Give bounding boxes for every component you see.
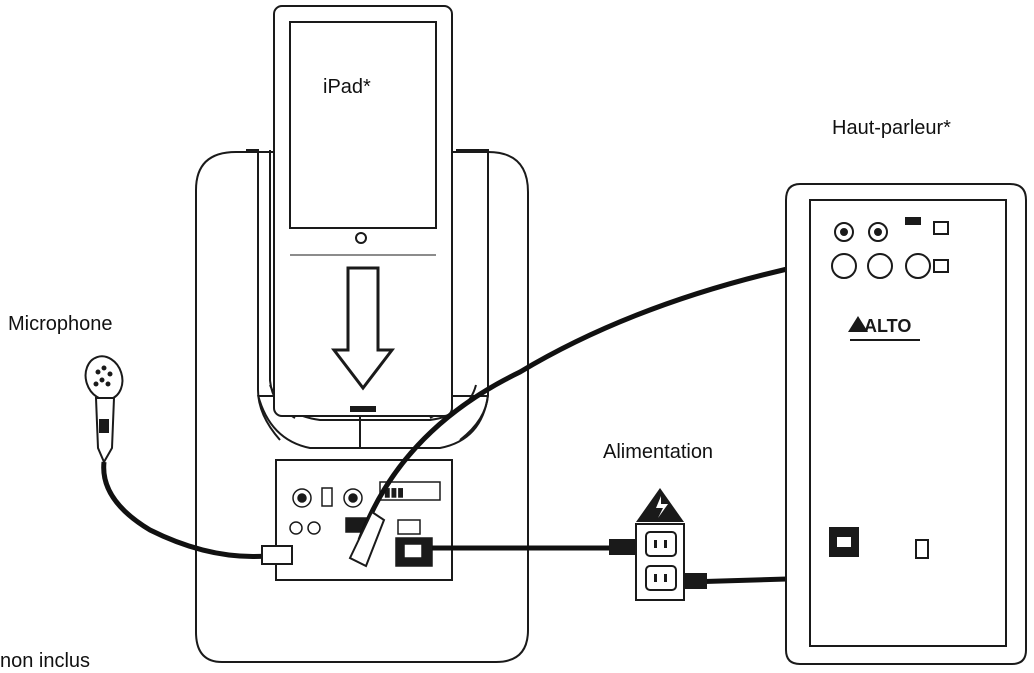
dock-body (195, 151, 529, 663)
dock-controls: ▮▮▮ (289, 481, 441, 567)
speaker (785, 183, 1027, 665)
dock-front-panel (275, 459, 453, 581)
speaker-logo: ALTO (848, 316, 920, 341)
input-jack-2 (307, 521, 321, 535)
ipad-home-button (355, 232, 367, 244)
speaker-input-jack-3 (905, 253, 931, 279)
mic-plug (261, 545, 293, 565)
dock-switch (321, 487, 333, 507)
speaker-switch-2 (933, 259, 949, 273)
speaker-switch-1 (933, 221, 949, 235)
speaker-label: Haut-parleur* (832, 117, 951, 139)
speaker-cable (357, 261, 811, 541)
dock-rail-left (246, 149, 281, 441)
dock-logo-plate (379, 481, 441, 501)
ipad-screen (289, 21, 437, 229)
speaker-input-jack-2 (867, 253, 893, 279)
ipad-label: iPad* (323, 76, 371, 98)
down-arrow-icon (330, 266, 396, 391)
footnote-label: non inclus (0, 650, 91, 672)
high-voltage-icon (636, 488, 684, 522)
dock-cradle (257, 394, 489, 449)
ipad (273, 5, 453, 417)
microphone (84, 355, 124, 465)
speaker-input-jack-1 (831, 253, 857, 279)
power-outlet (609, 523, 707, 601)
input-jack-1 (289, 521, 303, 535)
speaker-power-switch (915, 539, 929, 559)
mic-head (84, 355, 124, 401)
dock-connector (350, 406, 376, 412)
power-label: Alimentation (603, 441, 714, 463)
svg-text:▮▮▮: ▮▮▮ (384, 485, 404, 499)
power-switch (397, 519, 421, 535)
microphone-cable (101, 461, 267, 559)
microphone-label: Microphone (8, 313, 113, 335)
speaker-brand-text: ALTO (864, 316, 911, 336)
speaker-cable-plug-dock (348, 510, 386, 568)
